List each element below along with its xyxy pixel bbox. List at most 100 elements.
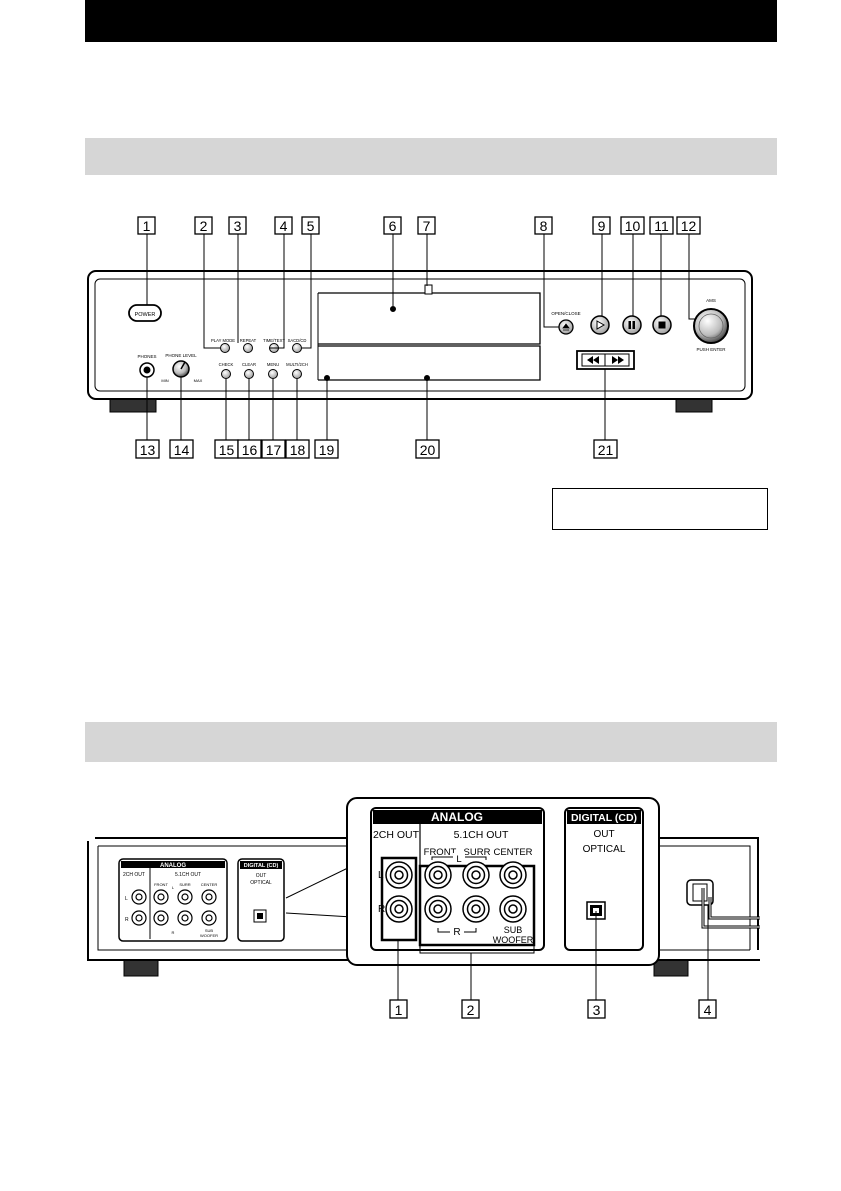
svg-text:R: R xyxy=(453,927,460,938)
svg-text:PLAY MODE: PLAY MODE xyxy=(211,338,235,343)
svg-text:3: 3 xyxy=(593,1002,601,1018)
svg-text:10: 10 xyxy=(625,218,641,234)
svg-text:CHECK: CHECK xyxy=(219,362,234,367)
svg-text:SUB: SUB xyxy=(205,928,214,933)
front-callouts-bottom: 13 14 15 16 17 18 19 20 21 xyxy=(135,439,618,459)
section-header-front-panel xyxy=(85,138,777,175)
svg-text:7: 7 xyxy=(423,218,431,234)
svg-text:POWER: POWER xyxy=(135,312,156,318)
callout-11: 11 xyxy=(649,216,674,235)
callout-19: 19 xyxy=(314,439,339,459)
callout-8: 8 xyxy=(534,216,553,235)
svg-text:FRONT: FRONT xyxy=(154,882,168,887)
svg-text:2CH OUT: 2CH OUT xyxy=(373,829,420,841)
svg-text:SACD/CD: SACD/CD xyxy=(288,338,307,343)
svg-text:ANALOG: ANALOG xyxy=(160,863,186,869)
svg-text:13: 13 xyxy=(140,442,156,458)
rear-callout-4: 4 xyxy=(698,999,717,1019)
svg-text:WOOFER: WOOFER xyxy=(200,933,218,938)
callout-1: 1 xyxy=(137,216,156,235)
check-button[interactable]: CHECK xyxy=(219,362,234,379)
svg-text:OPEN/CLOSE: OPEN/CLOSE xyxy=(551,311,580,316)
svg-text:8: 8 xyxy=(540,218,548,234)
stop-button[interactable] xyxy=(652,315,672,335)
svg-text:20: 20 xyxy=(420,442,436,458)
svg-text:SURR: SURR xyxy=(179,882,190,887)
svg-text:PUSH ENTER: PUSH ENTER xyxy=(696,347,726,352)
caption-box xyxy=(552,488,768,530)
svg-text:DIGITAL (CD): DIGITAL (CD) xyxy=(571,812,637,824)
svg-text:5: 5 xyxy=(307,218,315,234)
front-panel xyxy=(87,270,753,413)
svg-text:R: R xyxy=(172,930,175,935)
callout-4: 4 xyxy=(274,216,293,235)
svg-text:5.1CH OUT: 5.1CH OUT xyxy=(175,872,201,878)
svg-text:6: 6 xyxy=(389,218,397,234)
svg-text:18: 18 xyxy=(290,442,306,458)
svg-text:4: 4 xyxy=(704,1002,712,1018)
rear-callouts: 1 2 3 4 xyxy=(389,999,717,1019)
page-title-bar xyxy=(85,0,777,42)
svg-text:TIME/TEXT: TIME/TEXT xyxy=(263,338,285,343)
svg-text:11: 11 xyxy=(654,218,669,234)
svg-text:R: R xyxy=(125,917,129,923)
svg-text:OPTICAL: OPTICAL xyxy=(250,880,272,886)
svg-text:19: 19 xyxy=(319,442,335,458)
menu-button[interactable]: MENU xyxy=(267,362,279,379)
callout-6: 6 xyxy=(383,216,402,235)
rear-digital-small: DIGITAL (CD) OUT OPTICAL xyxy=(237,858,285,942)
svg-text:ANALOG: ANALOG xyxy=(431,810,483,824)
callout-21: 21 xyxy=(593,439,618,459)
svg-text:DIGITAL (CD): DIGITAL (CD) xyxy=(244,863,279,869)
rear-callout-1: 1 xyxy=(389,999,408,1019)
callout-2: 2 xyxy=(194,216,213,235)
play-mode-button[interactable]: PLAY MODE xyxy=(211,338,235,353)
callout-9: 9 xyxy=(592,216,611,235)
svg-text:MENU: MENU xyxy=(267,362,279,367)
power-button[interactable]: POWER xyxy=(128,304,162,322)
rear-analog-small: ANALOG 2CH OUT 5.1CH OUT FRONT SURR CENT… xyxy=(118,858,228,942)
phone-level-knob[interactable]: PHONE LEVEL MIN MAX xyxy=(161,353,202,383)
rear-callout-3: 3 xyxy=(587,999,606,1019)
multi-2ch-button[interactable]: MULTI/2CH xyxy=(286,362,308,379)
callout-12: 12 xyxy=(676,216,701,235)
svg-text:SUB: SUB xyxy=(504,925,523,935)
svg-text:CENTER: CENTER xyxy=(201,882,218,887)
svg-text:15: 15 xyxy=(219,442,235,458)
svg-text:CLEAR: CLEAR xyxy=(242,362,256,367)
callout-7: 7 xyxy=(417,216,436,235)
svg-text:AMS: AMS xyxy=(706,298,716,303)
rear-zoom-panel: ANALOG 2CH OUT 5.1CH OUT FRONT SURR CENT… xyxy=(346,797,660,966)
play-button[interactable] xyxy=(590,315,610,335)
callout-5: 5 xyxy=(301,216,320,235)
svg-text:4: 4 xyxy=(280,218,288,234)
callout-18: 18 xyxy=(285,439,310,459)
svg-text:L: L xyxy=(172,885,175,890)
svg-text:MIN: MIN xyxy=(161,378,168,383)
repeat-button[interactable]: REPEAT xyxy=(240,338,257,353)
svg-text:L: L xyxy=(125,896,128,902)
sacd-cd-button[interactable]: SACD/CD xyxy=(288,338,307,353)
svg-text:MULTI/2CH: MULTI/2CH xyxy=(286,362,308,367)
clear-button[interactable]: CLEAR xyxy=(242,362,256,379)
svg-text:CENTER: CENTER xyxy=(493,847,532,858)
svg-text:OUT: OUT xyxy=(256,873,267,879)
svg-text:MAX: MAX xyxy=(194,378,203,383)
rear-leader-lines xyxy=(397,905,709,1000)
svg-text:SURR: SURR xyxy=(464,847,491,858)
highlight-2ch-out xyxy=(380,856,418,942)
svg-text:3: 3 xyxy=(234,218,242,234)
svg-text:2: 2 xyxy=(200,218,208,234)
callout-10: 10 xyxy=(620,216,645,235)
svg-text:2: 2 xyxy=(467,1002,475,1018)
ams-jog-knob[interactable]: AMS PUSH ENTER xyxy=(693,298,729,352)
skip-buttons[interactable] xyxy=(576,350,635,370)
svg-text:REPEAT: REPEAT xyxy=(240,338,257,343)
svg-text:9: 9 xyxy=(598,218,606,234)
svg-text:17: 17 xyxy=(266,442,282,458)
pause-button[interactable] xyxy=(622,315,642,335)
front-leader-lines xyxy=(146,234,695,440)
svg-text:FRONT: FRONT xyxy=(424,847,457,858)
svg-text:1: 1 xyxy=(143,218,151,234)
svg-text:OPTICAL: OPTICAL xyxy=(583,844,626,855)
